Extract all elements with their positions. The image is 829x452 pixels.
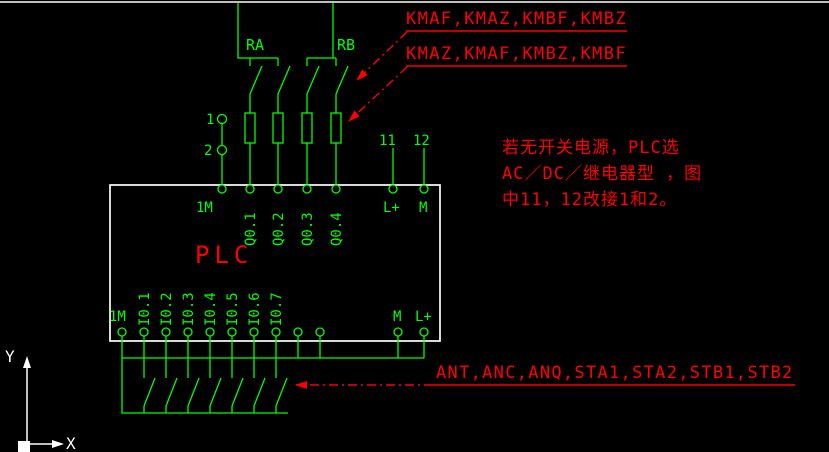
top-annotation-line1: KMAF,KMAZ,KMBF,KMBZ	[406, 9, 627, 29]
plc-bottom-terminal-i01: I0.1	[137, 292, 153, 326]
plc-bottom-terminal-i02: I0.2	[159, 292, 175, 326]
plc-top-terminal-1m: 1M	[196, 200, 213, 216]
ucs-y-label: Y	[5, 347, 15, 366]
note-line3: 中11，12改接1和2。	[502, 190, 677, 210]
plc-bottom-terminal-i04: I0.4	[203, 292, 219, 326]
fuse-rects	[244, 112, 342, 144]
plc-label: PLC	[195, 241, 253, 269]
plc-bottom-terminal-i03: I0.3	[181, 292, 197, 326]
note-line2: AC／DC／继电器型 ，图	[502, 164, 702, 184]
plc-bottom-terminal-circles	[117, 327, 429, 337]
terminal-12-label: 12	[413, 133, 430, 149]
contact-to-fuse-wires	[249, 94, 337, 113]
ucs-y-arrowhead	[23, 356, 31, 368]
plc-bottom-terminal-m: M	[393, 309, 401, 325]
plc-top-terminal-circles	[217, 184, 429, 194]
plc-bottom-terminal-lplus: L+	[415, 309, 432, 325]
terminal-1-circle	[216, 113, 228, 125]
plc-top-terminal-q01: Q0.1	[243, 212, 259, 246]
plc-top-terminal-m: M	[419, 200, 427, 216]
terminal-1-label: 1	[206, 112, 214, 128]
input-common-wires	[121, 336, 425, 414]
plc-top-terminal-q04: Q0.4	[329, 212, 345, 246]
relay-ra-label: RA	[246, 36, 264, 54]
ucs-x-arrowhead	[52, 440, 64, 448]
relay-feed-wires	[237, 3, 337, 66]
terminal-2-label: 2	[204, 143, 212, 159]
input-contact-stubs	[143, 406, 277, 413]
plc-bottom-terminal-i05: I0.5	[225, 292, 241, 326]
terminal-2-circle	[216, 144, 228, 156]
plc-bottom-terminal-i07: I0.7	[269, 292, 285, 326]
input-contact-blades	[143, 377, 288, 407]
plc-top-terminal-q03: Q0.3	[300, 212, 316, 246]
plc-bottom-terminal-1m: 1M	[109, 309, 126, 325]
ucs-icon	[18, 356, 64, 452]
input-contact-drops	[143, 336, 277, 378]
leader-arrow-2	[348, 66, 408, 122]
plc-bottom-terminal-i06: I0.6	[247, 292, 263, 326]
leader-arrow-1	[356, 31, 408, 81]
ucs-x-label: X	[66, 434, 76, 452]
relay-contact-blades	[249, 65, 349, 95]
bottom-annotation: ANT,ANC,ANQ,STA1,STA2,STB1,STB2	[436, 363, 794, 383]
plc-box	[109, 184, 441, 342]
note-line1: 若无开关电源，PLC选	[502, 138, 680, 158]
ucs-origin-box	[18, 441, 30, 452]
plc-top-terminal-q02: Q0.2	[271, 212, 287, 246]
plc-top-terminal-lplus: L+	[383, 200, 400, 216]
top-annotation-line2: KMAZ,KMAF,KMBZ,KMBF	[406, 44, 627, 64]
terminal-11-label: 11	[379, 133, 396, 149]
relay-rb-label: RB	[337, 36, 355, 54]
